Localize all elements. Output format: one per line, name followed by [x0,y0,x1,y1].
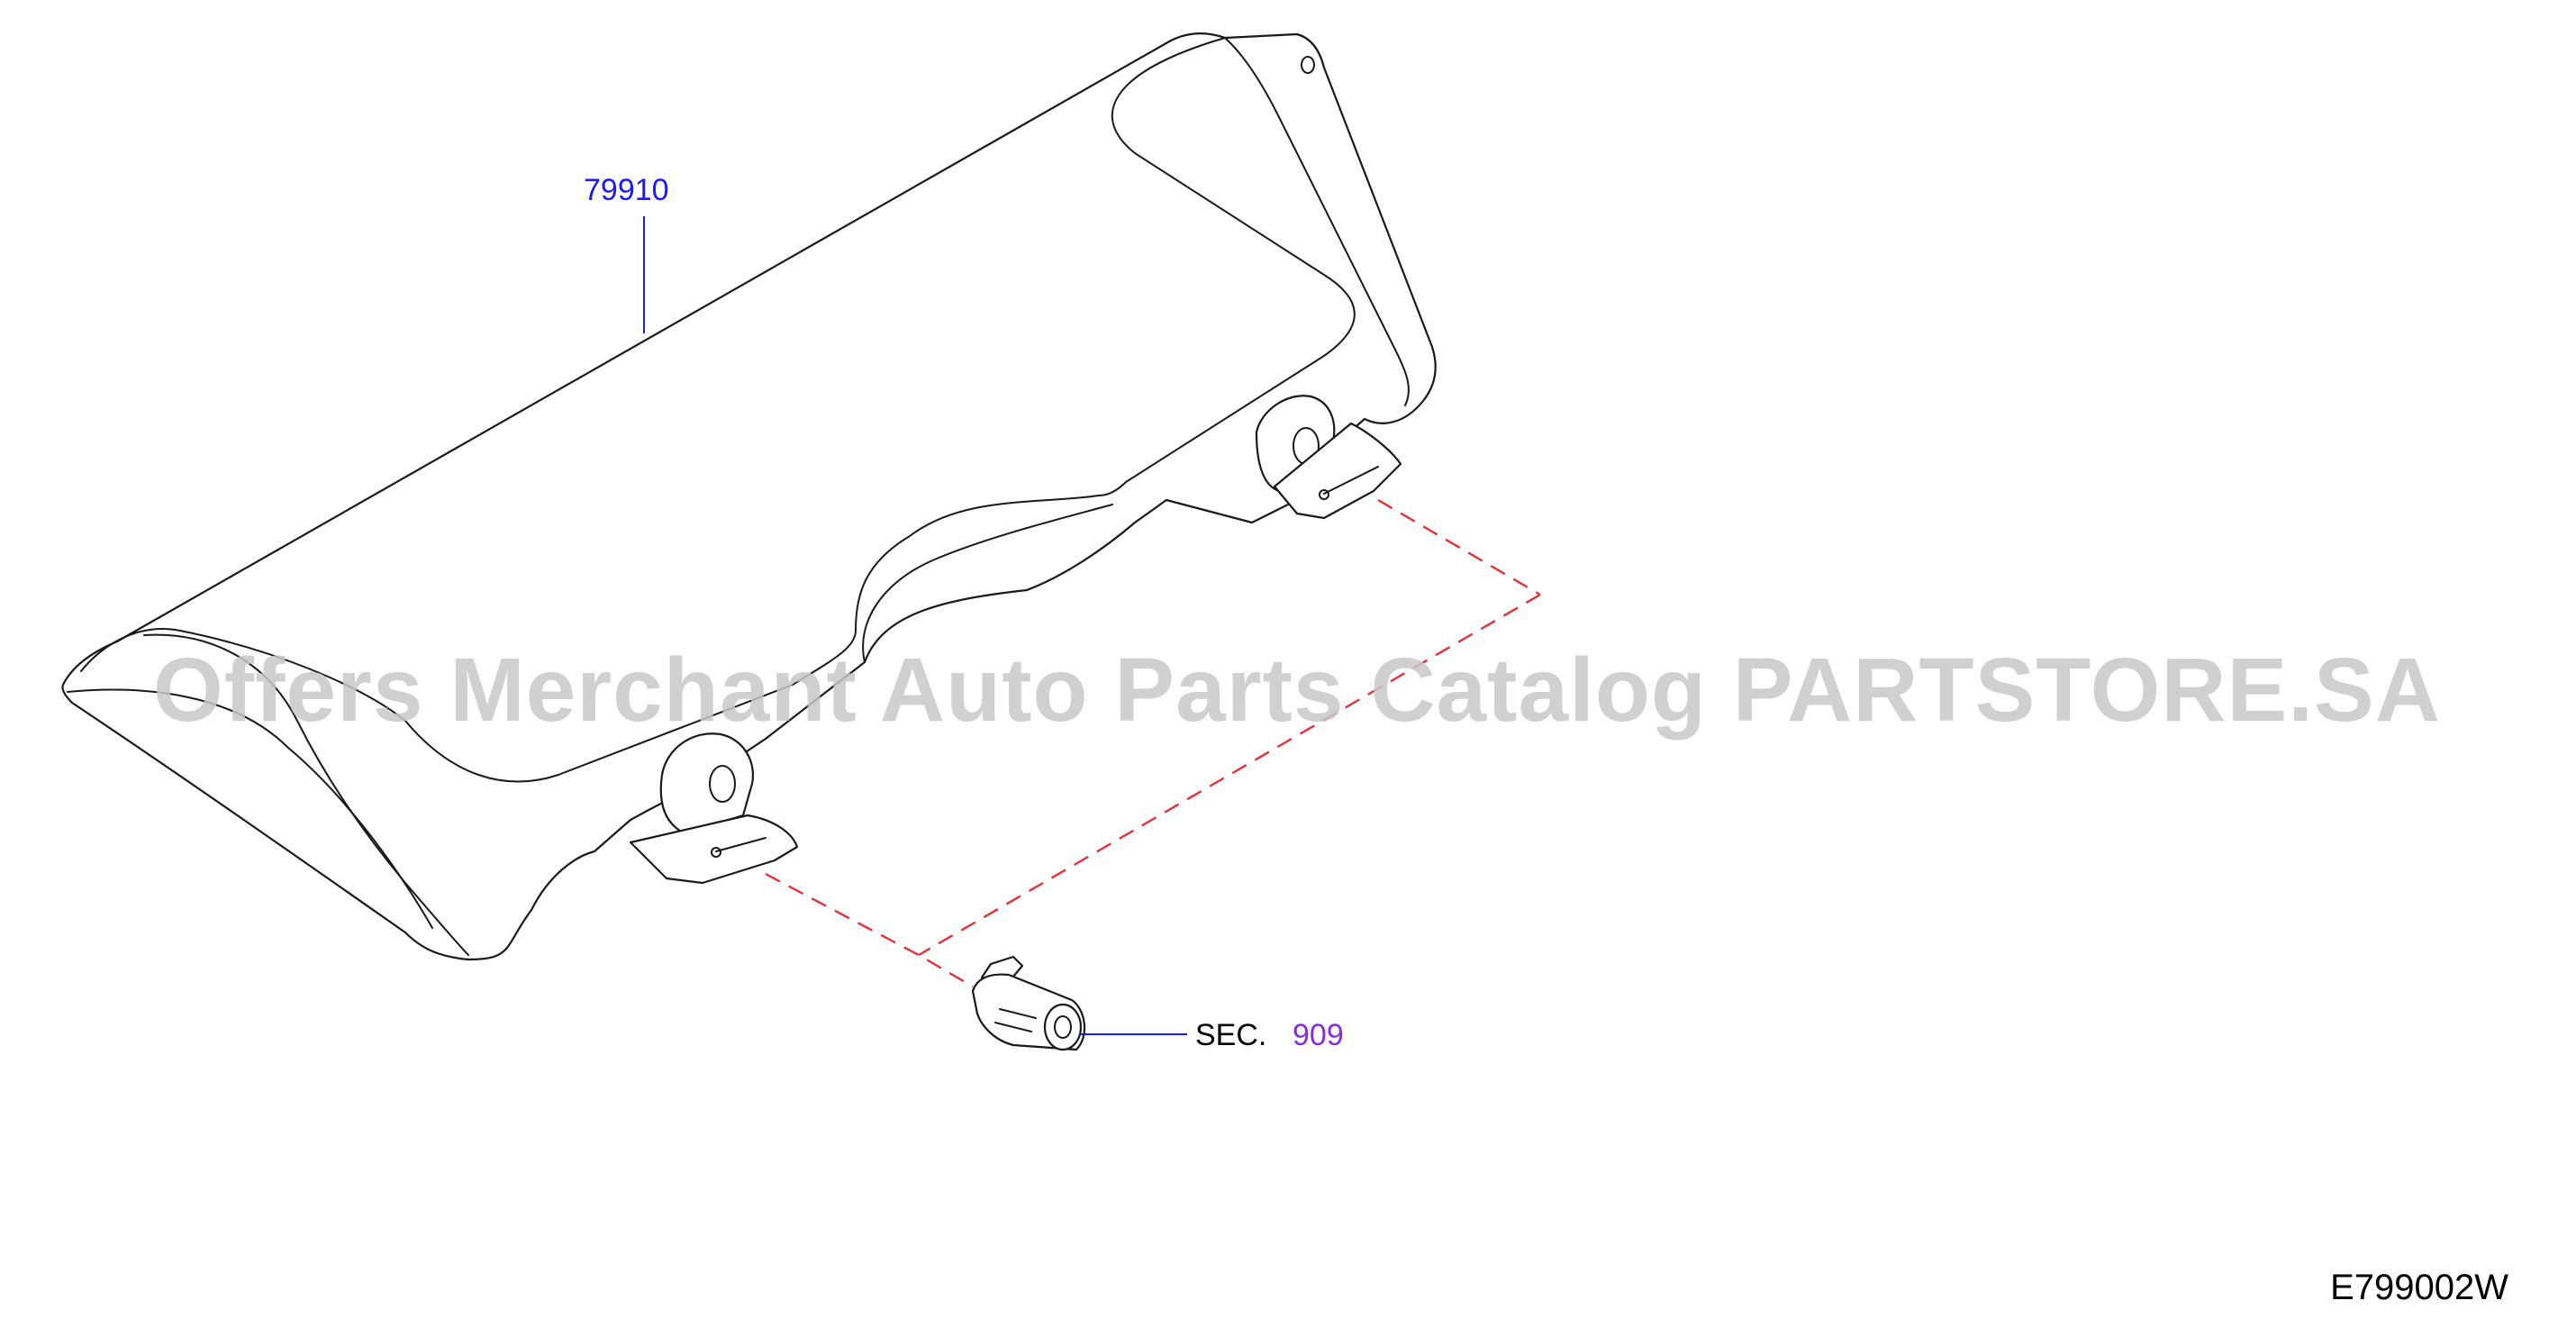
panel-left-fold [143,633,469,956]
push-clip-fastener[interactable] [971,955,1086,1051]
panel-top-crease [1098,37,1356,496]
trim-panel-79910[interactable] [61,32,1437,961]
guide-left-to-clip [765,872,974,988]
panel-lower-crease [80,495,1100,783]
guide-corner-to-clip [918,593,1541,957]
section-prefix: SEC. [1195,1018,1266,1052]
watermark-text: Offers Merchant Auto Parts Catalog PARTS… [153,640,2441,741]
guide-right-to-corner [1377,498,1541,596]
left-clip-boss [629,732,799,885]
panel-left-edge [67,688,433,929]
callout-79910[interactable]: 79910 [584,173,669,207]
panel-outline [61,32,1437,961]
panel-right-ridge [1224,37,1410,406]
right-clip-boss [1255,395,1402,520]
section-number-909[interactable]: 909 [1293,1018,1344,1052]
panel-center-arch [862,504,1113,663]
diagram-code: E799002W [2330,1268,2508,1307]
installation-guide-lines [765,498,1541,988]
mount-hole [1301,56,1315,74]
